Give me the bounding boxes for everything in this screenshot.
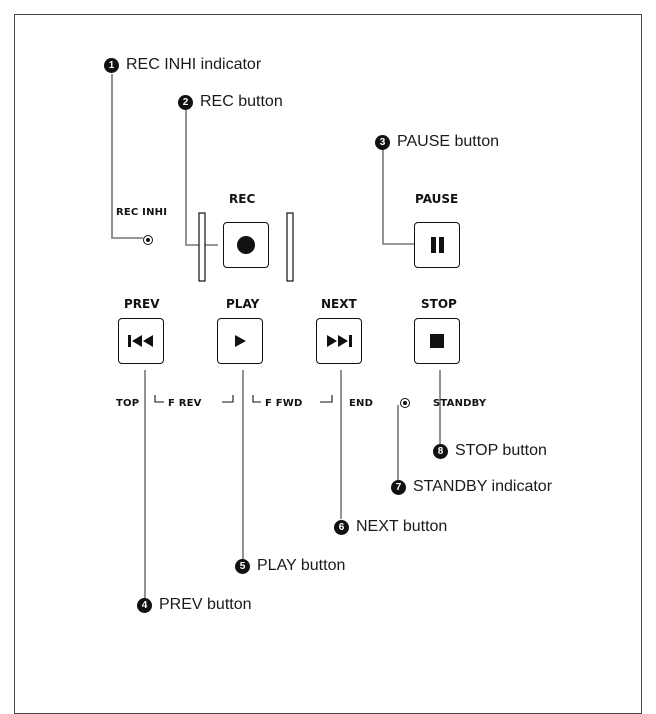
play-label: PLAY: [226, 297, 260, 311]
pause-icon: [430, 237, 444, 253]
pause-label: PAUSE: [415, 192, 459, 206]
bracket-f-rev-left: [154, 395, 164, 403]
callout-label: STANDBY indicator: [413, 478, 553, 495]
play-icon: [235, 335, 246, 347]
callout-label: REC INHI indicator: [126, 56, 262, 73]
bracket-f-rev-right: [222, 395, 234, 403]
stop-button[interactable]: [414, 318, 460, 364]
standby-label: STANDBY: [433, 398, 487, 409]
callout-label: PREV button: [159, 596, 252, 613]
leader-lines: [111, 74, 441, 598]
leader-line-2: [185, 110, 218, 246]
callout-rec-button: 2 REC button: [178, 93, 283, 111]
rec-inhi-indicator: [143, 235, 153, 245]
stop-square-icon: [430, 334, 444, 348]
callout-label: PAUSE button: [397, 133, 499, 150]
skip-next-icon: [327, 335, 352, 347]
callout-number: 7: [391, 479, 406, 495]
f-fwd-label: F FWD: [265, 398, 303, 409]
leader-line-1: [111, 74, 143, 239]
f-rev-label: F REV: [168, 398, 202, 409]
callout-prev-button: 4 PREV button: [137, 596, 252, 614]
bracket-f-fwd-right: [320, 395, 333, 403]
prev-label: PREV: [124, 297, 160, 311]
prev-button[interactable]: [118, 318, 164, 364]
rec-guard-left: [198, 212, 206, 282]
callout-label: STOP button: [455, 442, 547, 459]
callout-number: 1: [104, 57, 119, 73]
callout-pause-button: 3 PAUSE button: [375, 133, 499, 151]
leader-line-3: [382, 150, 426, 245]
callout-stop-button: 8 STOP button: [433, 442, 547, 460]
play-button[interactable]: [217, 318, 263, 364]
callout-standby-indicator: 7 STANDBY indicator: [391, 478, 552, 496]
rec-button[interactable]: [223, 222, 269, 268]
next-button[interactable]: [316, 318, 362, 364]
callout-number: 6: [334, 519, 349, 535]
rec-label: REC: [229, 192, 256, 206]
next-label: NEXT: [321, 297, 357, 311]
standby-indicator: [400, 398, 410, 408]
callout-number: 5: [235, 558, 250, 574]
callout-label: NEXT button: [356, 518, 448, 535]
callout-number: 2: [178, 94, 193, 110]
record-dot-icon: [237, 236, 255, 254]
callout-next-button: 6 NEXT button: [334, 518, 447, 536]
pause-button[interactable]: [414, 222, 460, 268]
callout-rec-inhi-indicator: 1 REC INHI indicator: [104, 56, 261, 74]
callout-label: PLAY button: [257, 557, 346, 574]
callout-number: 4: [137, 597, 152, 613]
top-label: TOP: [116, 398, 140, 409]
bracket-f-fwd-left: [252, 395, 261, 403]
end-label: END: [349, 398, 374, 409]
stop-label: STOP: [421, 297, 457, 311]
skip-previous-icon: [128, 335, 153, 347]
callout-number: 3: [375, 134, 390, 150]
rec-inhi-label: REC INHI: [116, 207, 168, 218]
callout-label: REC button: [200, 93, 283, 110]
rec-guard-right: [286, 212, 294, 282]
callout-play-button: 5 PLAY button: [235, 557, 345, 575]
callout-number: 8: [433, 443, 448, 459]
